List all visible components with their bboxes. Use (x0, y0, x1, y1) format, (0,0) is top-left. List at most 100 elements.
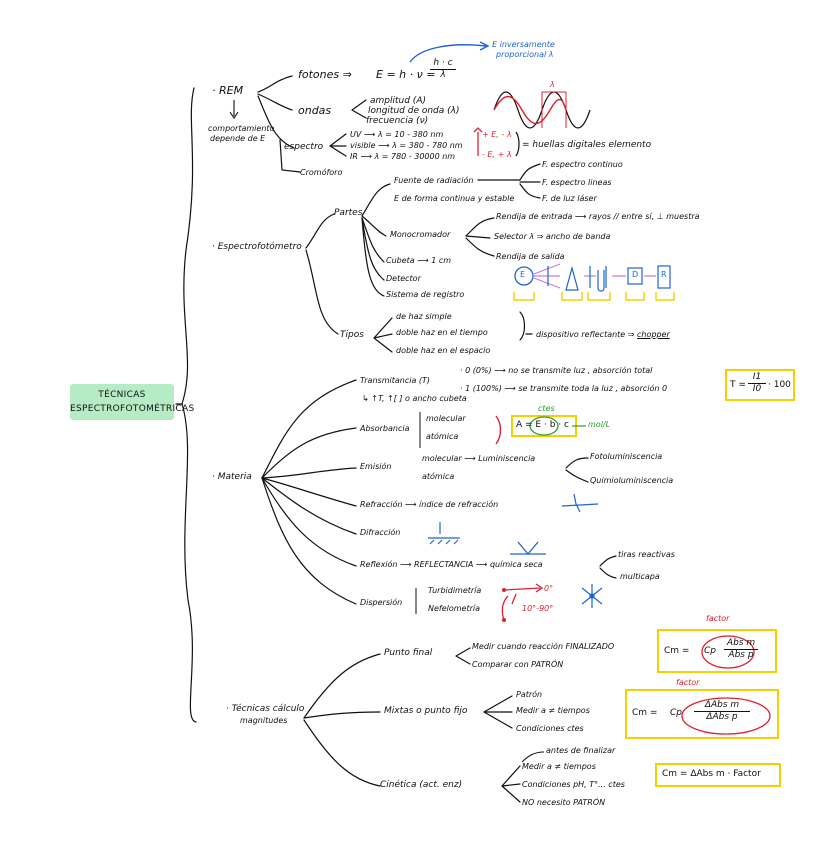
pf-item-1: Medir cuando reacción FINALIZADO (472, 642, 615, 651)
emi-type-1: Fotoluminiscencia (590, 452, 663, 461)
trans-fraction: I1 I0 (748, 372, 766, 395)
energy-fraction-den: λ (440, 70, 446, 80)
mx-factor-label: factor (676, 678, 700, 687)
energy-annotation-line2: proporcional λ (496, 50, 554, 59)
pf-fraction-num: Abs m (724, 638, 758, 650)
mono-item-2: Selector λ ⇒ ancho de banda (494, 232, 611, 241)
cin-note: antes de finalizar (546, 746, 616, 755)
mx-cp: Cp (670, 708, 682, 718)
ondas-item-3: frecuencia (ν) (366, 116, 429, 126)
cin-item-3: NO necesito PATRÓN (522, 798, 606, 807)
mono-item-3: Rendija de salida (496, 252, 565, 261)
mono-item-1: Rendija de entrada ⟶ rayos // entre sí, … (496, 212, 700, 221)
trans-item-2: · 1 (100%) ⟶ se transmite toda la luz , … (460, 384, 668, 393)
energy-formula: E = h · ν = (376, 68, 436, 81)
fuente-type-3: F. de luz láser (542, 194, 597, 203)
tipos-label: Tipos (340, 330, 364, 340)
abs-item-2: atómica (426, 432, 459, 441)
cubeta-label: Cubeta ⟶ 1 cm (386, 256, 452, 265)
refraccion-label: Refracción ⟶ índice de refracción (360, 500, 499, 509)
ondas-item-2: longitud de onda (λ) (368, 106, 460, 116)
root-title-line1: TÉCNICAS (98, 390, 146, 400)
tipos-result-text: dispositivo reflectante ⇒ (536, 330, 638, 339)
monocromador-label: Monocromador (390, 230, 451, 239)
cin-formula: Cm = ΔAbs m · Factor (662, 769, 761, 779)
energy-fraction: h · c λ (430, 58, 456, 81)
spectrophotometer-schematic (513, 263, 675, 301)
tipos-result: dispositivo reflectante ⇒ chopper (536, 330, 670, 340)
rem-note-line1: comportamiento (208, 124, 275, 133)
rem-note-line2: depende de E (210, 134, 266, 143)
absorbancia-label: Absorbancia (360, 424, 410, 433)
tipos-item-2: doble haz en el tiempo (396, 328, 488, 337)
fuente-note: E de forma continua y estable (394, 194, 515, 203)
disp-item-1: Turbidimetría (428, 586, 482, 595)
ondas-item-1: amplitud (A) (370, 96, 426, 106)
difraccion-label: Difracción (360, 528, 401, 537)
energy-fraction-num: h · c (430, 58, 456, 70)
trans-fraction-num: I1 (748, 372, 766, 384)
spectrum-uv: UV ⟶ λ = 10 - 380 nm (350, 130, 444, 139)
schematic-label-d: D (632, 270, 639, 279)
mx-fraction: ΔAbs m ΔAbs p (694, 700, 750, 723)
tipos-item-3: doble haz en el espacio (396, 346, 491, 355)
detector-label: Detector (386, 274, 421, 283)
fuente-type-1: F. espectro continuo (542, 160, 623, 169)
espectrofotometro-label: · Espectrofotómetro (212, 242, 302, 252)
disp-item-2: Nefelometría (428, 604, 481, 613)
abs-formula: A = E · b · c (516, 420, 569, 431)
emision-label: Emisión (360, 462, 392, 471)
fuente-label: Fuente de radiación (394, 176, 474, 185)
trans-formula-right: · 100 (768, 380, 791, 390)
pf-factor-label: factor (706, 614, 730, 623)
spectrum-visible: visible ⟶ λ = 380 - 780 nm (350, 141, 463, 150)
fuente-type-2: F. espectro lineas (542, 178, 612, 187)
energy-annotation-line1: E inversamente (492, 40, 555, 49)
pf-cp: Cp (704, 646, 716, 656)
chopper-label: chopper (637, 330, 670, 339)
cin-item-2: Condiciones pH, T°... ctes (522, 780, 625, 789)
disp-angle-1: 0° (544, 584, 554, 593)
reflexion-label: Reflexión ⟶ REFLECTANCIA ⟶ química seca (360, 560, 543, 569)
cinetica-label: Cinética (act. enz) (380, 780, 463, 790)
trans-fraction-den: I0 (752, 384, 762, 394)
abs-formula-c: · c (555, 420, 569, 430)
cromoforo-label: Cromóforo (300, 168, 343, 177)
root-node: TÉCNICAS ESPECTROFOTOMÉTRICAS (70, 384, 194, 420)
cin-item-1: Medir a ≠ tiempos (522, 762, 596, 771)
schematic-label-r: R (661, 270, 667, 279)
mixtas-label: Mixtas o punto fijo (384, 706, 468, 716)
disp-angle-2: 10°-90° (522, 604, 554, 613)
pf-item-2: Comparar con PATRÓN (472, 660, 564, 669)
refl-type-2: multicapa (620, 572, 660, 581)
partes-label: Partes (334, 208, 363, 218)
ondas-label: ondas (298, 104, 332, 117)
schematic-label-e: E (520, 270, 526, 279)
mx-fraction-den: ΔAbs p (706, 712, 738, 722)
root-title-line2: ESPECTROFOTOMÉTRICAS (70, 404, 195, 414)
abs-item-1: molecular (426, 414, 466, 423)
trans-item-1: · 0 (0%) ⟶ no se transmite luz , absorci… (460, 366, 653, 375)
trans-note: ↳ ↑T, ↑[ ] o ancho cubeta (362, 394, 467, 403)
transmitancia-label: Transmitancia (T) (360, 376, 431, 385)
trans-formula-left: T = (730, 380, 746, 390)
emi-item-1: molecular ⟶ Luminiscencia (422, 454, 536, 463)
mixtas-item-1: Patrón (516, 690, 543, 699)
calculo-label-line1: · Técnicas cálculo (226, 704, 305, 714)
punto-final-label: Punto final (384, 648, 433, 658)
pf-fraction-den: Abs p (728, 650, 754, 660)
calculo-label-line2: magnitudes (240, 716, 288, 725)
abs-mol-label: mol/L (588, 420, 611, 429)
dispersion-label: Dispersión (360, 598, 403, 607)
refl-type-1: tiras reactivas (618, 550, 675, 559)
pf-formula-left: Cm = (664, 646, 690, 656)
fotones-label: fotones ⇒ (298, 68, 352, 81)
pf-fraction: Abs m Abs p (724, 638, 758, 661)
mx-formula-left: Cm = (632, 708, 658, 718)
registro-label: Sistema de registro (386, 290, 465, 299)
spectrum-result: = huellas digitales elemento (522, 140, 652, 150)
abs-formula-a: A = (516, 420, 536, 430)
spectrum-red-top: + E, - λ (482, 130, 512, 139)
